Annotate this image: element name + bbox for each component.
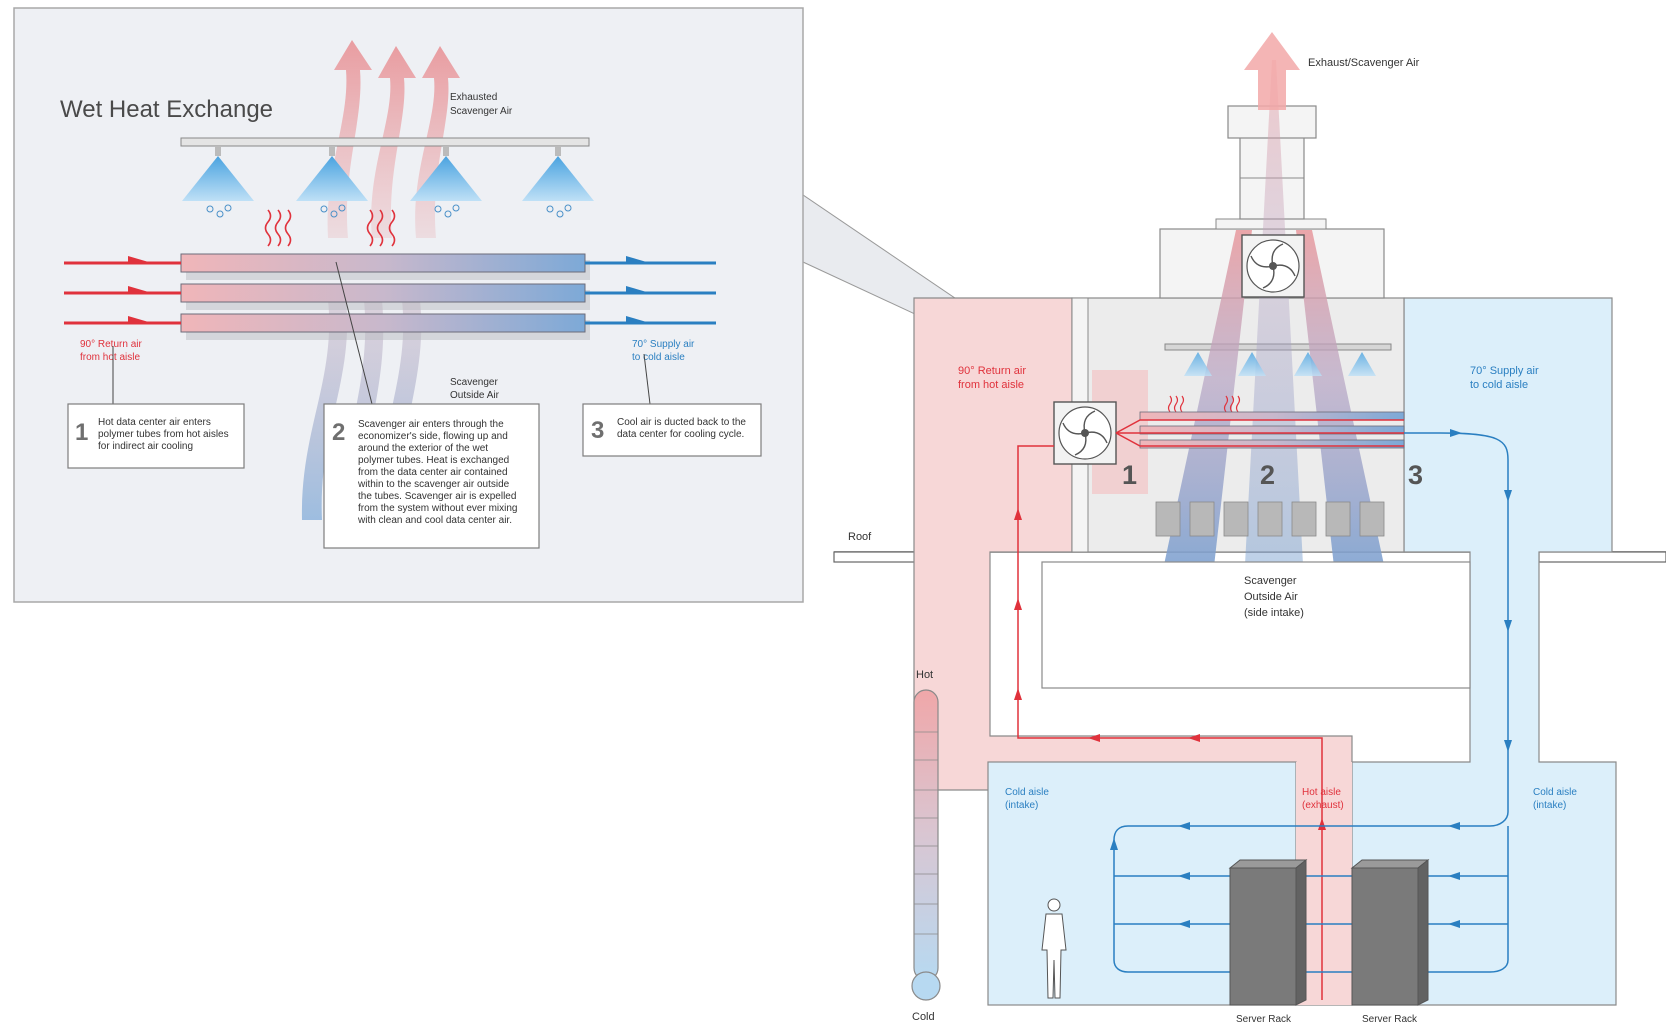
temperature-scale: Hot Cold: [912, 669, 940, 1023]
inset-scavenger-label-1: Scavenger: [450, 377, 498, 388]
cold-aisle-left-label-1: Cold aisle: [1005, 787, 1049, 798]
callout-1-line-1: Hot data center air enters: [98, 417, 211, 428]
polymer-tubes: [181, 254, 590, 340]
main-return-label-1: 90° Return air: [958, 365, 1026, 377]
spray-manifold: [181, 138, 589, 146]
unit-louvers: [1156, 502, 1384, 536]
thermometer-tube: [914, 690, 938, 980]
main-return-label-2: from hot aisle: [958, 379, 1024, 391]
callout-2-line-3: around the exterior of the wet: [358, 443, 488, 454]
callout-3-number: 3: [591, 417, 604, 444]
main-supply-label-2: to cold aisle: [1470, 379, 1528, 391]
inset-return-label-2: from hot aisle: [80, 352, 140, 363]
inset-supply-label-1: 70° Supply air: [632, 339, 695, 350]
callout-2-line-8: from the system without ever mixing: [358, 503, 518, 514]
callout-2: 2 Scavenger air enters through the econo…: [324, 404, 539, 548]
inset-exhaust-label-2: Scavenger Air: [450, 106, 513, 117]
hot-aisle-label-2: (exhaust): [1302, 800, 1344, 811]
exhaust-fan-icon: [1242, 235, 1304, 297]
inset-title: Wet Heat Exchange: [60, 96, 273, 123]
thermometer-hot-label: Hot: [916, 669, 933, 681]
thermometer-bulb: [912, 972, 940, 1000]
callout-3-line-1: Cool air is ducted back to the: [617, 417, 746, 428]
zone-number-2: 2: [1260, 460, 1275, 490]
cold-aisle-right-label-2: (intake): [1533, 800, 1566, 811]
roof-label: Roof: [848, 531, 872, 543]
callout-2-line-6: within to the scavenger air outside: [357, 479, 510, 490]
inset-supply-label-2: to cold aisle: [632, 352, 685, 363]
server-rack-right: [1352, 860, 1428, 1005]
inset-return-label-1: 90° Return air: [80, 339, 142, 350]
callout-1-number: 1: [75, 419, 88, 446]
main-supply-label-1: 70° Supply air: [1470, 365, 1539, 377]
callout-1-line-2: polymer tubes from hot aisles: [98, 429, 229, 440]
callout-2-line-4: polymer tubes. Heat is exchanged: [358, 455, 509, 466]
callout-1-line-3: for indirect air cooling: [98, 441, 193, 452]
server-rack-right-label: Server Rack: [1362, 1014, 1418, 1025]
callout-2-line-5: from the data center air contained: [358, 467, 508, 478]
callout-2-line-2: economizer's side, flowing up and: [358, 431, 508, 442]
inset-exhaust-label-1: Exhausted: [450, 92, 497, 103]
main-scavenger-label-1: Scavenger: [1244, 575, 1297, 587]
zone-number-1: 1: [1122, 460, 1137, 490]
callout-2-line-7: the tubes. Scavenger air is expelled: [358, 491, 516, 502]
main-diagram: Roof Exhaust/Scavenger Air: [834, 32, 1666, 1025]
intake-fan-icon: [1054, 402, 1116, 464]
server-rack-left-label: Server Rack: [1236, 1014, 1292, 1025]
callout-3: 3 Cool air is ducted back to the data ce…: [583, 404, 761, 456]
cold-aisle-left-label-2: (intake): [1005, 800, 1038, 811]
callout-3-line-2: data center for cooling cycle.: [617, 429, 744, 440]
server-rack-left: [1230, 860, 1306, 1005]
callout-2-number: 2: [332, 419, 345, 446]
cold-aisle-right-label-1: Cold aisle: [1533, 787, 1577, 798]
callout-1: 1 Hot data center air enters polymer tub…: [68, 404, 244, 468]
hot-aisle-label-1: Hot aisle: [1302, 787, 1341, 798]
zone-number-3: 3: [1408, 460, 1423, 490]
thermometer-cold-label: Cold: [912, 1011, 935, 1023]
main-scavenger-label-2: Outside Air: [1244, 591, 1298, 603]
callout-2-line-9: with clean and cool data center air.: [357, 515, 512, 526]
unit-tubes: [1140, 412, 1404, 448]
main-exhaust-label: Exhaust/Scavenger Air: [1308, 57, 1420, 69]
exhaust-arrow: [1244, 32, 1300, 110]
main-scavenger-label-3: (side intake): [1244, 607, 1304, 619]
callout-2-line-1: Scavenger air enters through the: [358, 419, 504, 430]
inset-scavenger-label-2: Outside Air: [450, 390, 500, 401]
